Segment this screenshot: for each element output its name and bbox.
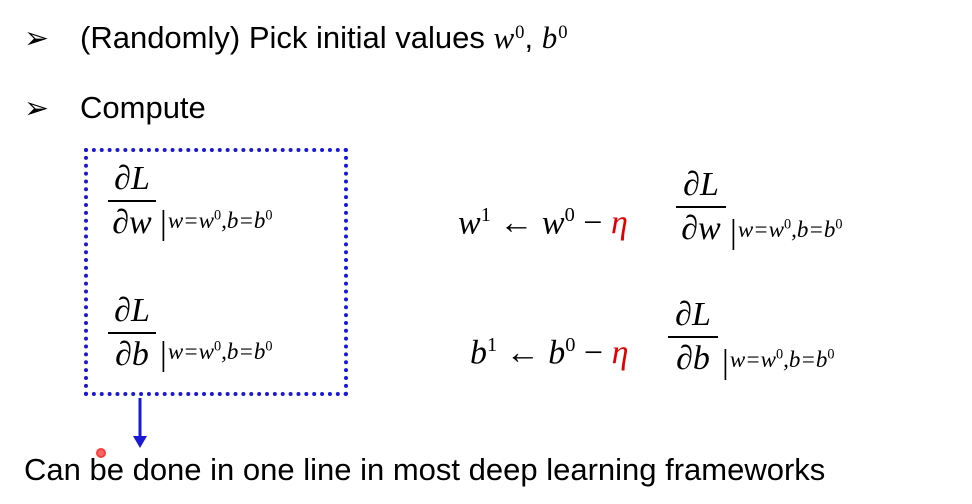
box-grad-w-numerator: ∂L	[114, 160, 150, 197]
update-w-arrow: ←	[499, 204, 534, 242]
box-grad-b-fraction: ∂L ∂b	[108, 292, 156, 374]
bullet-label-1: (Randomly) Pick initial values	[80, 20, 494, 55]
box-grad-b-denominator: ∂b	[115, 336, 149, 373]
update-w-fraction: ∂L ∂w	[676, 166, 726, 248]
mouse-cursor-indicator	[96, 448, 106, 458]
bullet-arrow-2: ➢	[24, 92, 50, 125]
update-w-lhs: w1 ← w0 − η	[458, 204, 628, 242]
box-grad-w-bar	[108, 200, 156, 202]
gradient-box	[84, 148, 348, 396]
initial-w-symbol: w0	[493, 20, 525, 55]
footer-text: Can be done in one line in most deep lea…	[24, 452, 826, 487]
learning-rate-eta-b: η	[611, 334, 629, 372]
update-b-minus: −	[583, 334, 604, 372]
initial-values-separator: ,	[524, 20, 542, 55]
box-grad-w-fraction: ∂L ∂w	[108, 160, 156, 242]
box-grad-b-bar	[108, 332, 156, 334]
update-w-eval: |w=w0,b=b0	[730, 214, 843, 251]
bullet-text-2: Compute	[80, 90, 206, 125]
box-grad-w-denominator: ∂w	[112, 204, 152, 241]
down-arrow-icon	[133, 398, 147, 448]
initial-b-symbol: b0	[541, 20, 568, 55]
update-b-eval: |w=w0,b=b0	[722, 344, 835, 381]
update-b-fraction: ∂L ∂b	[668, 296, 718, 378]
update-b-arrow: ←	[505, 334, 540, 372]
bullet-text-1: (Randomly) Pick initial values w0, b0	[80, 22, 568, 53]
box-grad-w-eval: |w=w0,b=b0	[160, 205, 273, 242]
update-w-minus: −	[583, 204, 603, 242]
bullet-arrow-1: ➢	[24, 22, 50, 55]
box-grad-b-numerator: ∂L	[114, 292, 150, 329]
box-grad-b-eval: |w=w0,b=b0	[160, 336, 273, 373]
update-b-lhs: b1 ← b0 − η	[470, 334, 629, 372]
learning-rate-eta-w: η	[610, 204, 628, 242]
